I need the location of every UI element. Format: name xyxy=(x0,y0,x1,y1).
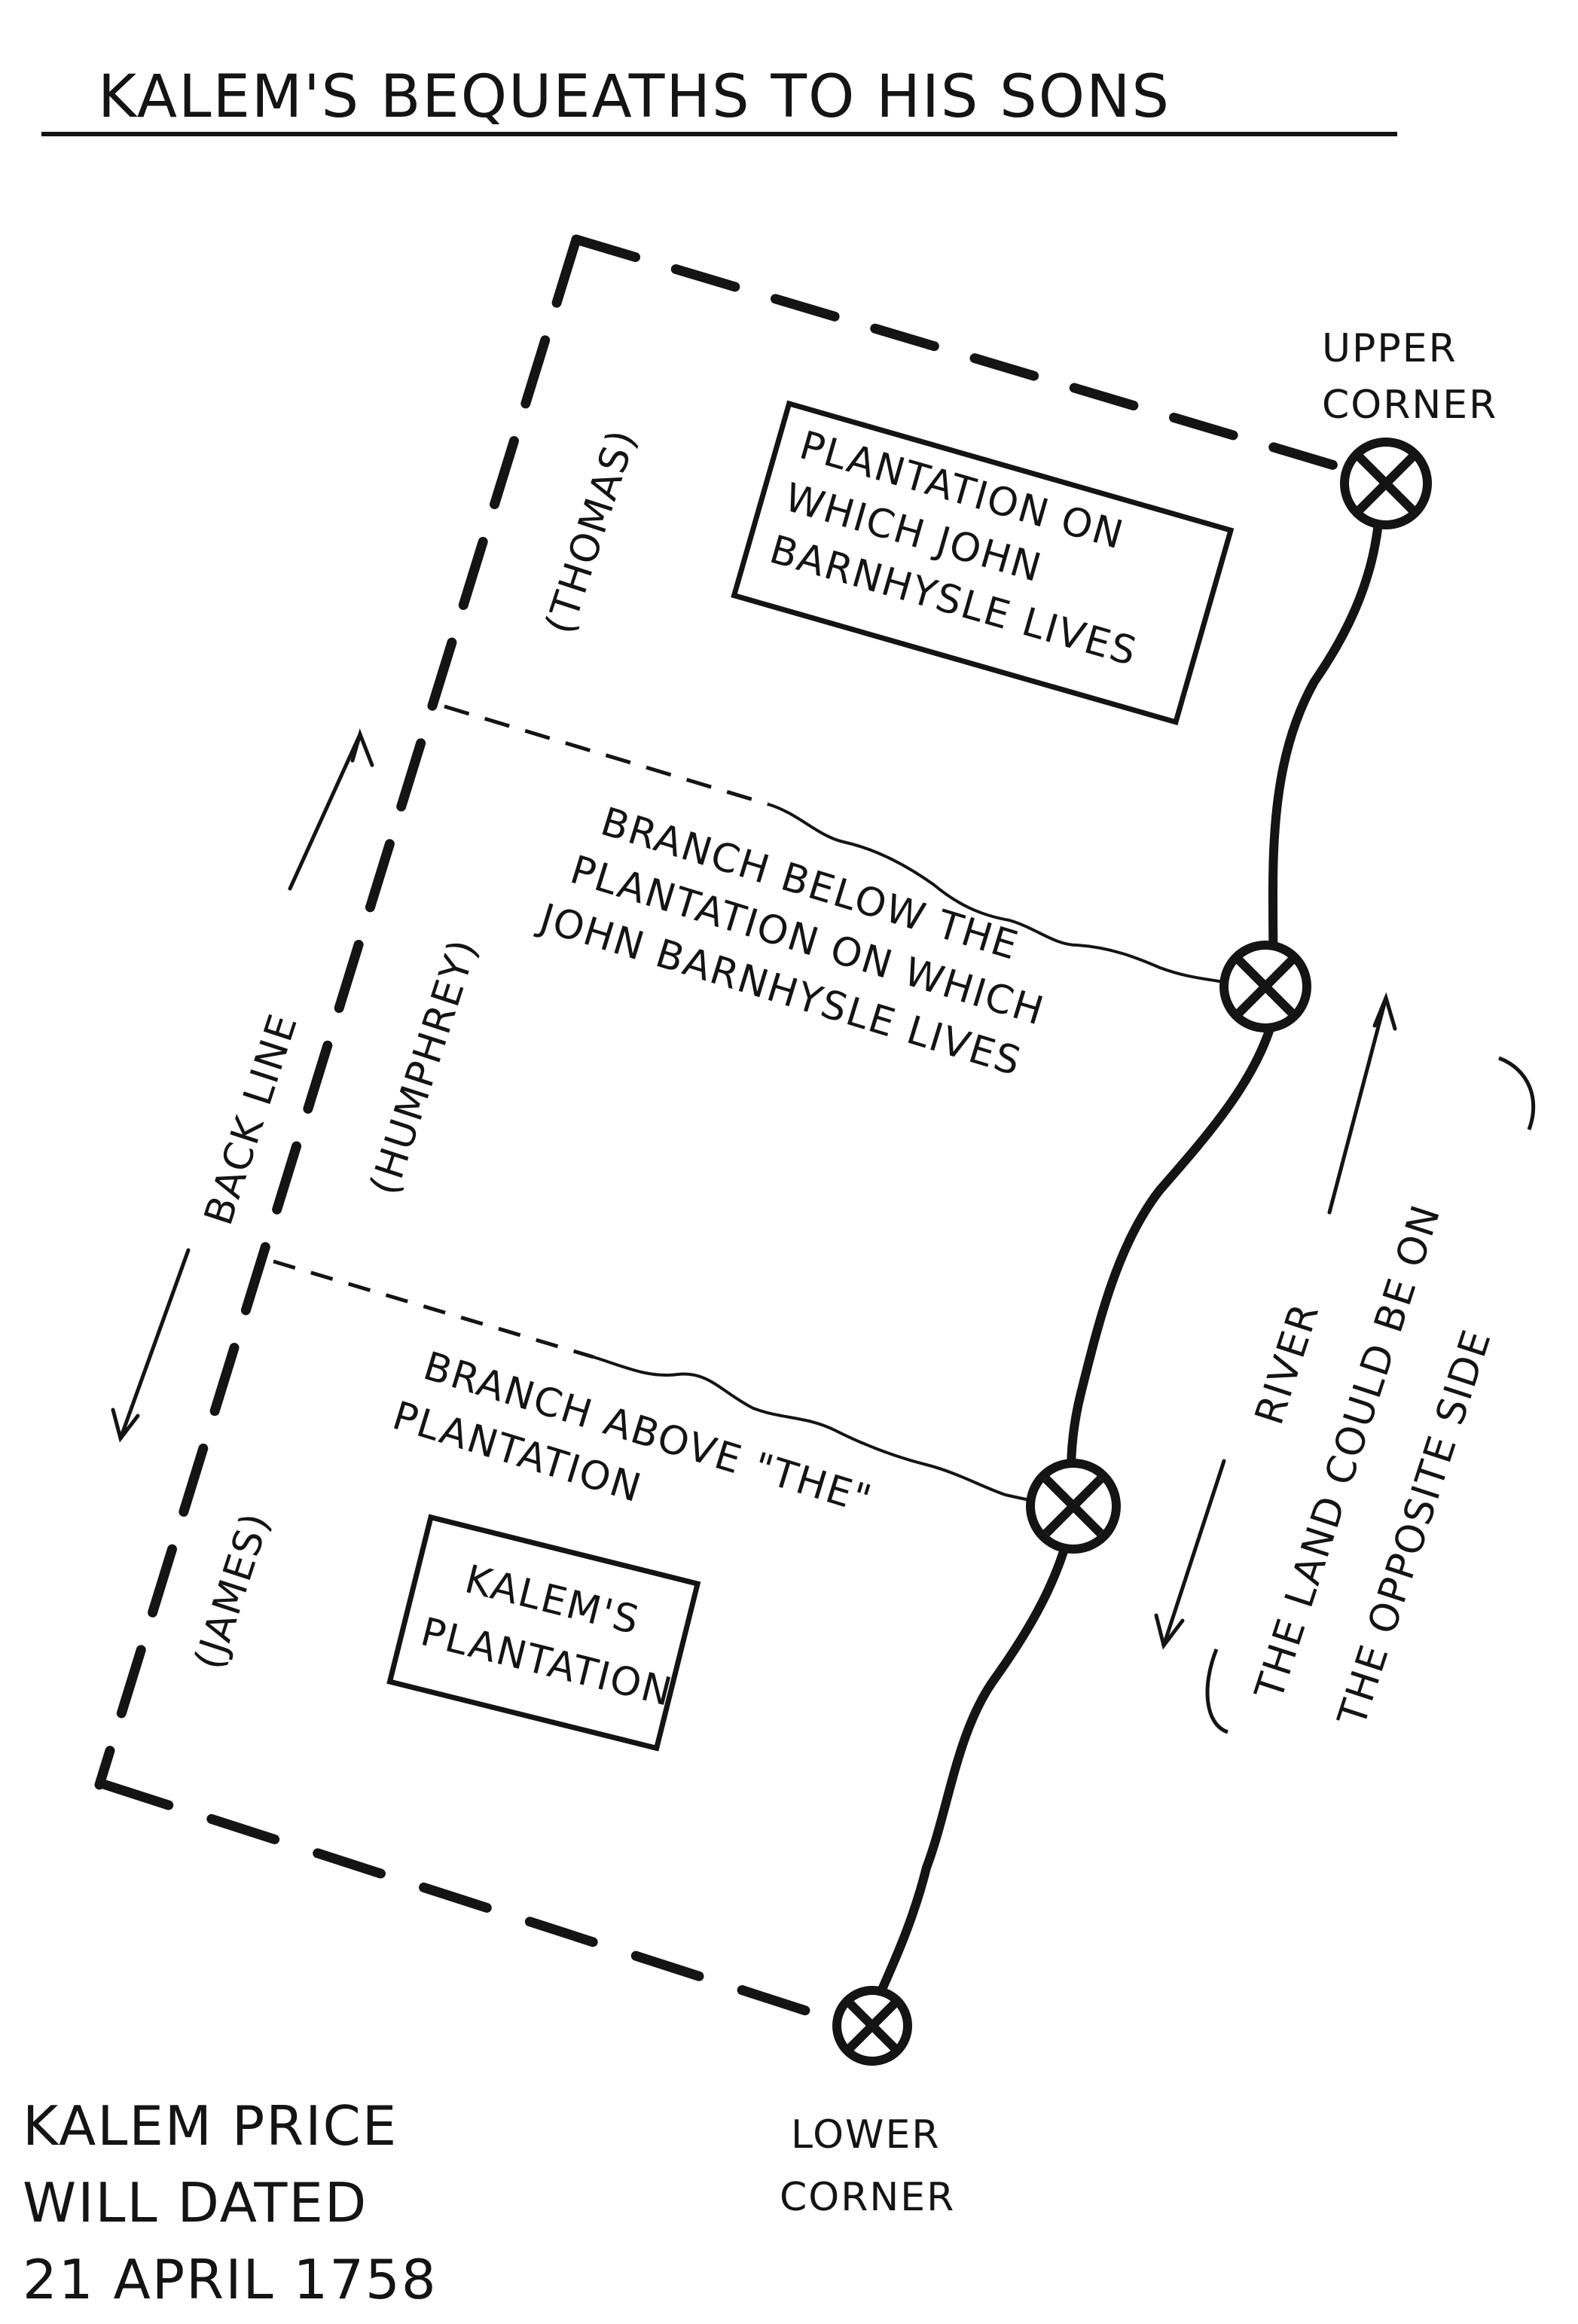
back-boundary-line xyxy=(94,234,581,1790)
branch-below-marker-icon xyxy=(1219,941,1311,1032)
river-arrow-up-icon xyxy=(1372,992,1397,1031)
note-close-paren xyxy=(1498,1056,1536,1130)
kalem-plantation-border xyxy=(386,1514,701,1752)
branch-below-label: BRANCH BELOW THE PLANTATION ON WHICH JOH… xyxy=(533,799,1050,1085)
back-line-arrow-down-shaft xyxy=(118,1248,191,1441)
branch-above-creek xyxy=(593,1356,1051,1506)
division-line-humphrey-james xyxy=(273,1259,594,1359)
river-label: RIVER xyxy=(1247,1298,1328,1430)
back-line-label: BACK LINE xyxy=(196,1008,307,1231)
lower-corner-marker-icon xyxy=(832,1986,912,2066)
lower-corner-label-2: CORNER xyxy=(780,2175,955,2220)
kalem-plantation-box: KALEM'S PLANTATION xyxy=(386,1514,701,1752)
will-line-2: WILL DATED xyxy=(23,2171,368,2234)
boundary-top-line xyxy=(571,234,1350,474)
river-arrow-down-icon xyxy=(1154,1613,1185,1650)
boundary-bottom-line xyxy=(100,1780,811,2016)
river-arrow-up-shaft xyxy=(1327,996,1388,1215)
lower-corner-label-1: LOWER xyxy=(791,2112,940,2158)
son-humphrey-label: (HUMPHREY) xyxy=(362,933,487,1200)
branch-above-label: BRANCH ABOVE "THE" PLANTATION xyxy=(387,1343,878,1523)
will-line-3: 21 APRIL 1758 xyxy=(23,2248,438,2311)
back-line-arrow-down-icon xyxy=(111,1408,140,1443)
branch-below-creek xyxy=(768,803,1240,987)
son-james-label: (JAMES) xyxy=(186,1507,279,1675)
branch-above-marker-icon xyxy=(1026,1459,1121,1554)
back-line-arrow-up-shaft xyxy=(288,732,362,891)
upper-corner-label-2: CORNER xyxy=(1322,383,1497,428)
barnhysle-plantation-border xyxy=(731,400,1235,726)
will-line-1: KALEM PRICE xyxy=(23,2094,398,2158)
back-line-arrow-up-icon xyxy=(350,728,374,767)
river-arrow-down-shaft xyxy=(1161,1459,1226,1648)
note-open-paren xyxy=(1205,1648,1229,1734)
barnhysle-plantation-box: PLANTATION ON WHICH JOHN BARNHYSLE LIVES xyxy=(731,400,1235,726)
son-thomas-label: (THOMAS) xyxy=(537,423,646,639)
division-line-thomas-humphrey xyxy=(444,704,769,807)
upper-corner-marker-icon xyxy=(1340,438,1432,529)
upper-corner-label-1: UPPER xyxy=(1322,326,1457,371)
river-line xyxy=(865,494,1384,2021)
page-title: KALEM'S BEQUEATHS TO HIS SONS xyxy=(98,63,1171,131)
